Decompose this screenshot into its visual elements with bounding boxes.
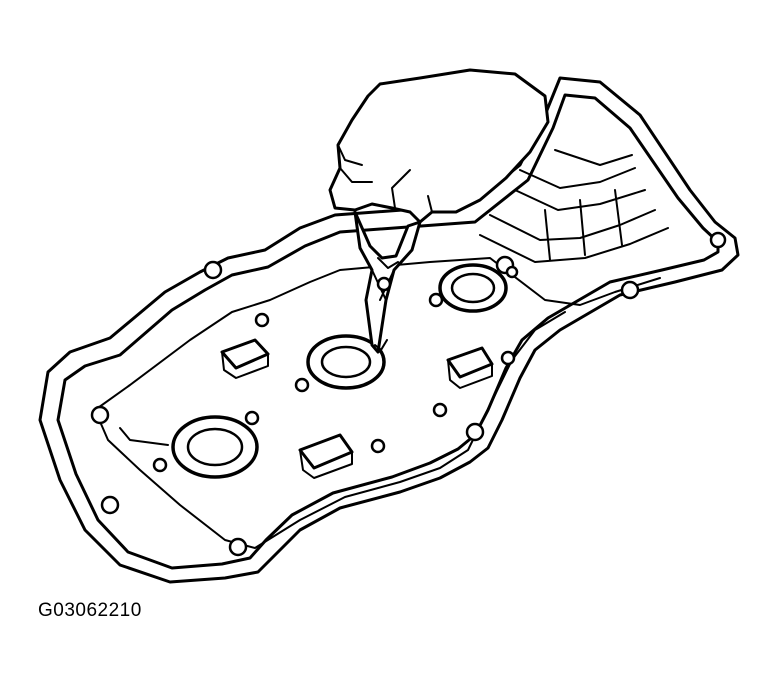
figure-id-label: G03062210 [38, 600, 142, 621]
diagram-artwork [38, 68, 740, 584]
oil-seal-icon [171, 263, 508, 479]
hand-icon [328, 68, 550, 224]
pliers-icon [353, 210, 422, 354]
valve-cover-icon [38, 76, 740, 584]
